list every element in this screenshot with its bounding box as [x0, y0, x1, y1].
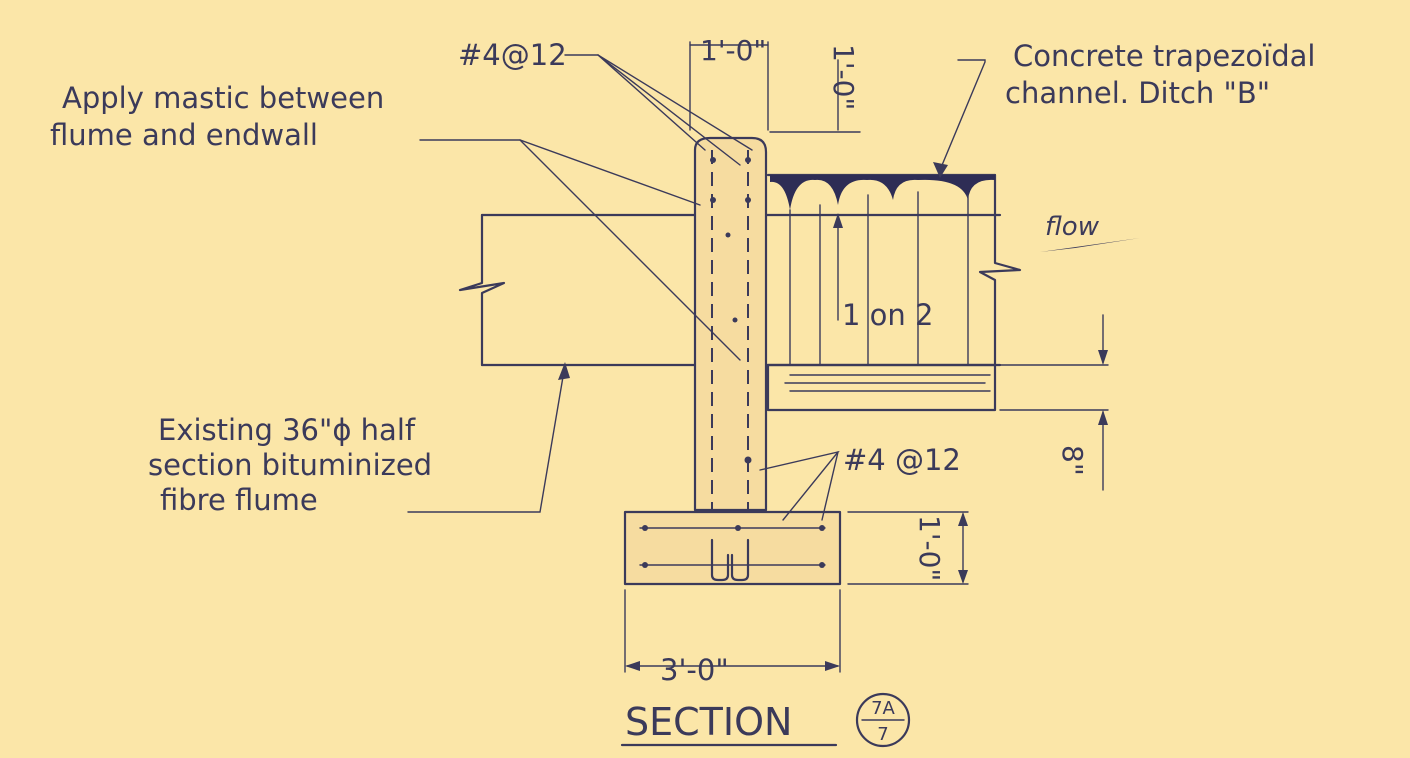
footing-height-dim: 1'-0"	[913, 515, 946, 581]
depth-dim: 8"	[1056, 445, 1089, 476]
flow-label: flow	[1045, 212, 1100, 242]
endwall	[693, 136, 768, 512]
concrete-channel	[766, 59, 997, 412]
rebar-label-bottom: #4 @12	[843, 443, 961, 477]
detail-bubble	[855, 692, 911, 748]
wall-width-dim: 1'-0"	[700, 34, 766, 67]
footing-width-dim: 3'-0"	[660, 653, 729, 687]
rebar-label-top: #4@12	[458, 38, 567, 72]
ditch-label-line2: channel. Ditch "B"	[1005, 76, 1270, 110]
ditch-label-line1: Concrete trapezoïdal	[1013, 39, 1315, 73]
flume-label-line3: fibre flume	[160, 483, 318, 517]
mastic-label-line1: Apply mastic between	[62, 81, 384, 115]
channel-lining	[770, 175, 995, 210]
dimensions	[624, 41, 1109, 673]
slope-label: 1 on 2	[842, 298, 933, 332]
top-height-dim: 1'-0"	[827, 44, 860, 110]
section-title: SECTION 7A 7	[620, 692, 911, 748]
mastic-label-line2: flume and endwall	[50, 118, 318, 152]
channel-leader	[939, 59, 986, 171]
flow-arrow	[1040, 238, 1140, 252]
leaders	[407, 54, 1140, 521]
sheet-number: 7	[877, 724, 888, 745]
section-title-text: SECTION	[625, 700, 792, 744]
detail-number: 7A	[871, 698, 895, 719]
flume-label-line1: Existing 36"ϕ half	[158, 413, 416, 447]
flume-label-line2: section bituminized	[148, 448, 432, 482]
slab-hatch	[784, 374, 991, 392]
footing	[623, 510, 842, 586]
